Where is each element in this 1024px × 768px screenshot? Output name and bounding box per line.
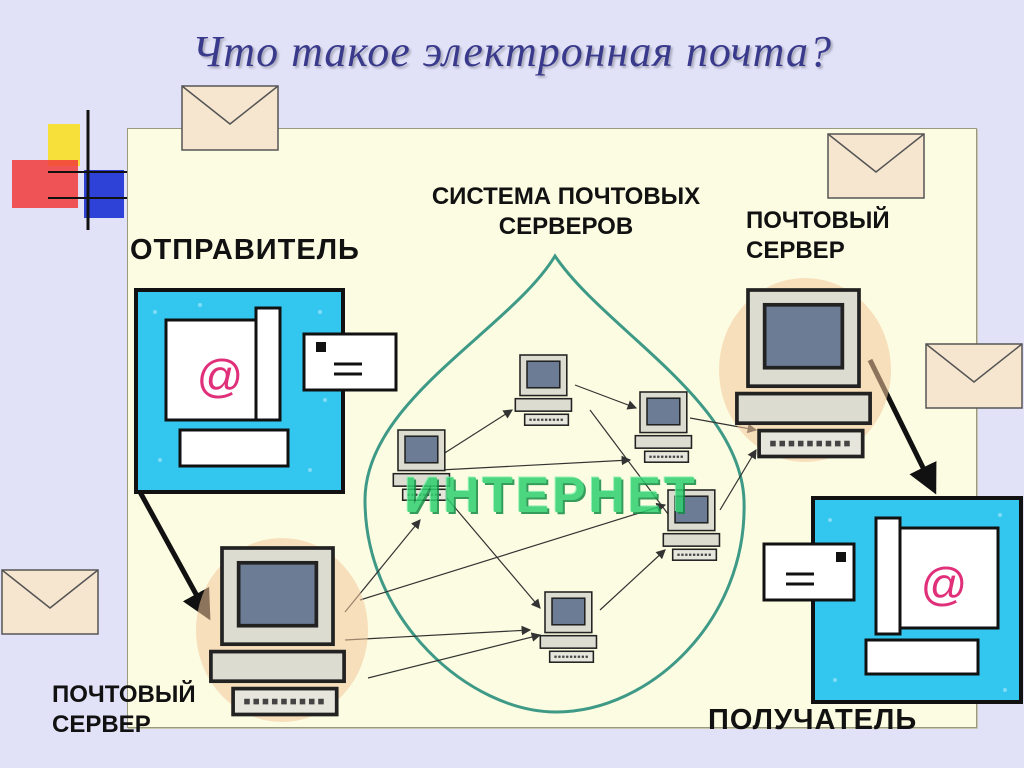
sender-computer-icon	[136, 290, 396, 492]
sender-at-icon: @	[197, 350, 244, 402]
mail-system-line1: СИСТЕМА ПОЧТОВЫХ	[420, 182, 712, 212]
mail-server-right-label: ПОЧТОВЫЙ СЕРВЕР	[746, 206, 890, 266]
mail-server-left-line1: ПОЧТОВЫЙ	[52, 680, 196, 710]
mail-server-left-label: ПОЧТОВЫЙ СЕРВЕР	[52, 680, 196, 740]
mail-system-label: СИСТЕМА ПОЧТОВЫХ СЕРВЕРОВ	[420, 182, 712, 242]
internet-label: ИНТЕРНЕТ	[392, 466, 710, 524]
mail-server-right-line2: СЕРВЕР	[746, 236, 890, 266]
sender-label: ОТПРАВИТЕЛЬ	[130, 234, 360, 267]
mail-server-right-icon	[719, 278, 891, 462]
recipient-label: ПОЛУЧАТЕЛЬ	[708, 704, 917, 737]
mail-server-left-line2: СЕРВЕР	[52, 710, 196, 740]
envelope-icon	[926, 344, 1022, 408]
mail-server-right-line1: ПОЧТОВЫЙ	[746, 206, 890, 236]
mail-system-line2: СЕРВЕРОВ	[420, 212, 712, 242]
mail-server-left-icon	[196, 538, 368, 722]
envelope-icon	[182, 86, 278, 150]
network-server-icon	[540, 592, 596, 662]
network-server-icon	[635, 392, 691, 462]
recipient-computer-icon	[764, 498, 1021, 702]
recipient-at-icon: @	[921, 558, 968, 610]
envelope-icon	[828, 134, 924, 198]
envelope-icon	[2, 570, 98, 634]
network-server-icon	[515, 355, 571, 425]
